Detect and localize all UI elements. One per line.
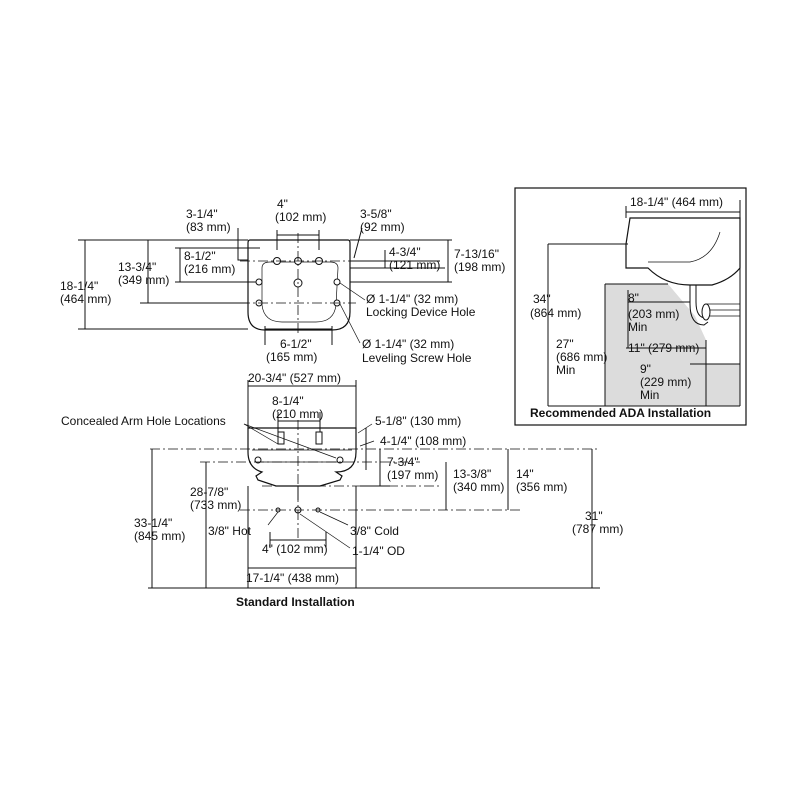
ada-11: 11" (279 mm) (628, 341, 699, 355)
front-814-in: 8-1/4" (272, 394, 304, 408)
front-734-in: 7-3/4" (387, 455, 419, 469)
drain-od-label: 1-1/4" OD (352, 544, 405, 558)
front-814-mm: (210 mm) (272, 407, 323, 421)
front-1338-in: 13-3/8" (453, 467, 491, 481)
ada-sink-profile (625, 217, 741, 286)
hot-supply-label: 3/8" Hot (208, 524, 252, 538)
top-1814-in: 18-1/4" (60, 279, 98, 293)
front-31-mm: (787 mm) (572, 522, 623, 536)
ada-27-mm: (686 mm) (556, 350, 607, 364)
top-358-mm: (92 mm) (360, 220, 405, 234)
front-2034: 20-3/4" (527 mm) (248, 371, 341, 385)
front-414: 4-1/4" (108 mm) (380, 434, 466, 448)
ada-1814: 18-1/4" (464 mm) (630, 195, 723, 209)
front-734-mm: (197 mm) (387, 468, 438, 482)
cold-supply-label: 3/8" Cold (350, 524, 399, 538)
front-3314-mm: (845 mm) (134, 529, 185, 543)
locking-hole-left (255, 278, 263, 286)
top-1814-mm: (464 mm) (60, 292, 111, 306)
front-14-in: 14" (516, 467, 534, 481)
top-1334-mm: (349 mm) (118, 273, 169, 287)
top-812-mm: (216 mm) (184, 262, 235, 276)
locking-hole-size: Ø 1-1/4" (32 mm) (366, 292, 458, 306)
top-358-in: 3-5/8" (360, 207, 392, 221)
top-314-mm: (83 mm) (186, 220, 231, 234)
front-14-mm: (356 mm) (516, 480, 567, 494)
top-314-in: 3-1/4" (186, 207, 218, 221)
ada-8-min: Min (628, 320, 647, 334)
ada-installation-caption: Recommended ADA Installation (530, 406, 711, 420)
ada-27-in: 27" (556, 337, 574, 351)
ada-8-mm: (203 mm) (628, 307, 679, 321)
top-71316-in: 7-13/16" (454, 247, 499, 261)
ada-8-in: 8" (628, 291, 639, 305)
locking-hole-label: Locking Device Hole (366, 305, 476, 319)
top-1334-in: 13-3/4" (118, 260, 156, 274)
ada-34-in: 34" (533, 292, 551, 306)
top-4-in: 4" (277, 197, 288, 211)
leveling-hole-size: Ø 1-1/4" (32 mm) (362, 337, 454, 351)
arm-hole-label: Concealed Arm Hole Locations (61, 414, 226, 428)
top-4-mm: (102 mm) (275, 210, 326, 224)
front-518: 5-1/8" (130 mm) (375, 414, 461, 428)
faucet-right (315, 431, 323, 445)
locking-hole-right (333, 278, 341, 286)
front-1338-mm: (340 mm) (453, 480, 504, 494)
ada-34-mm: (864 mm) (530, 306, 581, 320)
top-434-mm: (121 mm) (389, 258, 440, 272)
front-4: 4" (102 mm) (262, 542, 328, 556)
front-view: 20-3/4" (527 mm) 8-1/4" (210 mm) Conceal… (61, 371, 623, 609)
front-2878-mm: (733 mm) (190, 498, 241, 512)
leveling-hole-label: Leveling Screw Hole (362, 351, 472, 365)
standard-installation-caption: Standard Installation (236, 595, 355, 609)
ada-9-mm: (229 mm) (640, 375, 691, 389)
top-612-mm: (165 mm) (266, 350, 317, 364)
ada-9-in: 9" (640, 362, 651, 376)
ada-frame (514, 187, 747, 426)
top-812-in: 8-1/2" (184, 249, 216, 263)
ada-27-min: Min (556, 363, 575, 377)
ada-9-min: Min (640, 388, 659, 402)
front-31-in: 31" (585, 509, 603, 523)
front-2878-in: 28-7/8" (190, 485, 228, 499)
top-434-in: 4-3/4" (389, 245, 421, 259)
front-3314-in: 33-1/4" (134, 516, 172, 530)
front-1714: 17-1/4" (438 mm) (246, 571, 339, 585)
top-view: 4" (102 mm) 3-1/4" (83 mm) 3-5/8" (92 mm… (60, 197, 505, 365)
top-612-in: 6-1/2" (280, 337, 312, 351)
top-71316-mm: (198 mm) (454, 260, 505, 274)
ada-view: 18-1/4" (464 mm) 34" (864 mm) 27" (686 m… (514, 187, 747, 426)
